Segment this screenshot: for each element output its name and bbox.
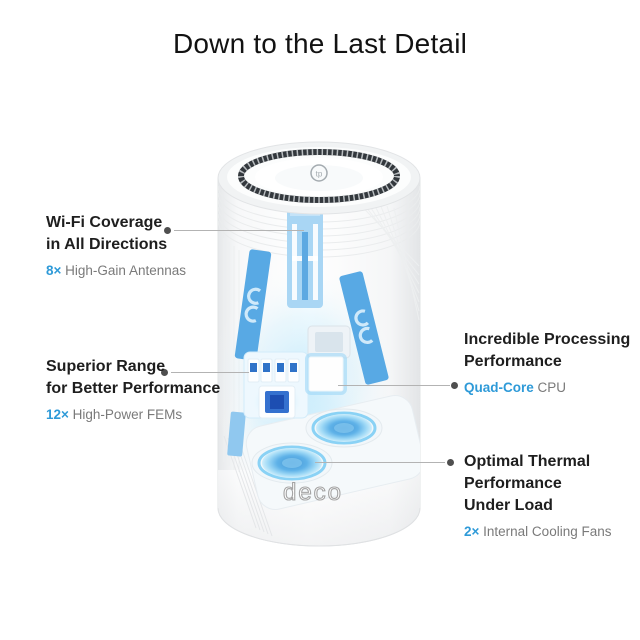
spec-highlight: 2× <box>464 524 480 539</box>
callout-spec: 2× Internal Cooling Fans <box>464 523 611 541</box>
callout-title-line: Under Load <box>464 497 553 514</box>
spec-highlight: Quad-Core <box>464 380 534 395</box>
cooling-fan-top <box>305 408 383 448</box>
cpu-chip <box>305 353 347 395</box>
device-top-cap: tp <box>217 141 421 215</box>
callout-superior-range: Superior Range for Better Performance 12… <box>46 356 220 424</box>
callout-spec: 8× High-Gain Antennas <box>46 262 186 280</box>
spec-highlight: 12× <box>46 407 69 422</box>
connector-line <box>338 385 450 386</box>
fem-chip <box>250 363 257 372</box>
callout-title: Wi-Fi Coverage in All Directions <box>46 212 186 256</box>
antenna-panel-left <box>234 249 272 361</box>
callout-title-line: Superior Range <box>46 358 166 375</box>
connector-dot <box>447 459 454 466</box>
spec-text: Internal Cooling Fans <box>479 524 612 539</box>
connector-superior-range <box>161 369 253 376</box>
connector-dot <box>451 382 458 389</box>
callout-title: Optimal Thermal Performance Under Load <box>464 451 611 517</box>
svg-text:tp: tp <box>316 170 323 179</box>
deco-logo: deco <box>283 479 343 506</box>
connector-wifi-coverage <box>164 227 311 234</box>
fem-chip <box>277 363 284 372</box>
connector-cpu <box>338 382 458 389</box>
callout-spec: 12× High-Power FEMs <box>46 406 220 424</box>
callout-title-line: in All Directions <box>46 236 168 253</box>
antenna-tab-left <box>227 411 246 457</box>
callout-title-line: for Better Performance <box>46 380 221 397</box>
spec-text: High-Power FEMs <box>68 407 183 422</box>
cooling-fan-bottom <box>251 442 333 484</box>
callout-title: Superior Range for Better Performance <box>46 356 220 400</box>
spec-text: High-Gain Antennas <box>61 263 186 278</box>
device-bottom-rim <box>217 507 421 547</box>
callout-wifi-coverage: Wi-Fi Coverage in All Directions 8× High… <box>46 212 186 280</box>
spec-text: CPU <box>533 380 567 395</box>
callout-title-line: Incredible Processing <box>464 331 631 348</box>
callout-thermal: Optimal Thermal Performance Under Load 2… <box>464 451 611 541</box>
fem-chip <box>290 363 297 372</box>
callout-spec: Quad-Core CPU <box>464 379 630 397</box>
callout-title-line: Wi-Fi Coverage <box>46 214 163 231</box>
connector-line <box>315 462 445 463</box>
connector-dot <box>161 369 168 376</box>
page-title: Down to the Last Detail <box>172 28 468 59</box>
spec-highlight: 8× <box>46 263 62 278</box>
callout-title-line: Performance <box>464 475 562 492</box>
connector-line <box>171 372 249 373</box>
cpu-heatsink-bracket <box>307 325 351 359</box>
connector-line <box>174 230 304 231</box>
antenna-panel-right <box>339 271 389 385</box>
connector-dot <box>164 227 171 234</box>
callout-title-line: Performance <box>464 353 562 370</box>
fem-chip <box>263 363 270 372</box>
connector-thermal <box>315 459 455 466</box>
callout-title-line: Optimal Thermal <box>464 453 591 470</box>
callout-processing: Incredible Processing Performance Quad-C… <box>464 329 630 397</box>
fem-board <box>243 351 309 424</box>
callout-title: Incredible Processing Performance <box>464 329 630 373</box>
tplink-logo: tp <box>310 164 328 182</box>
